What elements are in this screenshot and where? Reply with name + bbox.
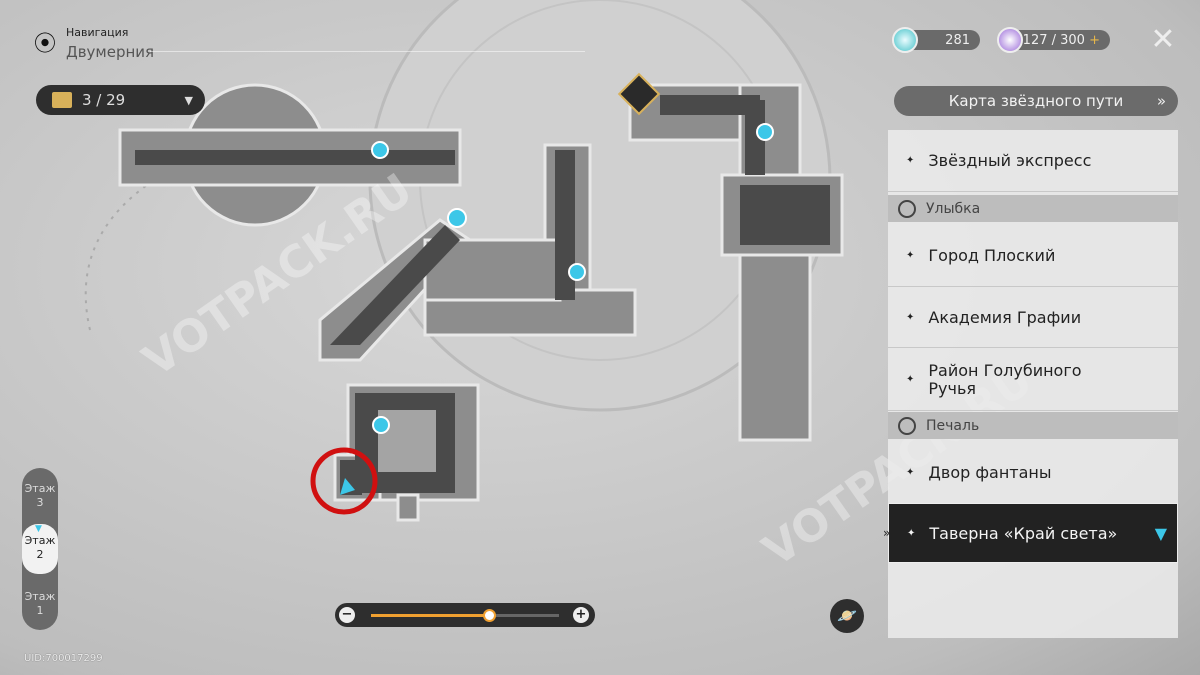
location-item[interactable]: ✦ Район Голубиного Ручья (888, 349, 1178, 411)
zoom-control: − + (335, 603, 595, 627)
location-pin-icon: ⦿ (34, 32, 57, 57)
uid-label: UID:700017299 (24, 653, 103, 664)
location-label: Звёздный экспресс (928, 151, 1092, 170)
location-label: Академия Графии (928, 308, 1082, 327)
zoom-fill (371, 614, 490, 617)
star-icon: ✦ (906, 312, 915, 323)
location-label: Город Плоский (928, 246, 1056, 265)
floor-label: Этаж (24, 590, 56, 603)
location-item[interactable]: ✦ Город Плоский (888, 225, 1178, 287)
star-rail-map-button[interactable]: Карта звёздного пути » (894, 86, 1178, 116)
route-button-label: Карта звёздного пути (948, 92, 1124, 110)
zoom-slider[interactable] (371, 609, 559, 622)
star-icon: ✦ (906, 155, 915, 166)
floor-label: Этаж (24, 534, 56, 547)
highlight-circle (310, 447, 378, 515)
smile-icon (898, 199, 916, 218)
zoom-in-button[interactable]: + (573, 607, 589, 623)
section-label: Печаль (926, 417, 980, 434)
chevron-down-icon: ▼ (184, 93, 193, 107)
zoom-out-button[interactable]: − (339, 607, 355, 623)
location-list: ✦ Звёздный экспресс Улыбка ✦ Город Плоский… (883, 130, 1178, 638)
location-label: Двор фантаны (928, 462, 1052, 482)
shard-value: 281 (945, 32, 970, 48)
planet-icon[interactable]: 🪐 (830, 599, 864, 633)
star-icon: ✦ (906, 373, 915, 385)
location-item-selected[interactable]: » ✦ Таверна «Край света» ▼ (883, 503, 1178, 563)
location-item[interactable]: ✦ Академия Графии (888, 288, 1178, 348)
current-floor-icon: ▼ (35, 524, 42, 534)
floor-number: 3 (36, 496, 44, 509)
zoom-knob[interactable] (483, 609, 497, 622)
current-marker-icon: » (883, 526, 891, 540)
chest-counter-dropdown[interactable]: 3 / 29 ▼ (36, 85, 205, 115)
section-header: Печаль (888, 412, 1178, 439)
player-location-icon: ▼ (1154, 523, 1167, 543)
add-power-icon[interactable]: + (1089, 32, 1100, 48)
power-value: 127 / 300 (1022, 32, 1085, 48)
star-icon: ✦ (906, 466, 915, 478)
chest-count: 3 / 29 (82, 91, 126, 109)
nav-label: Навигация (66, 26, 129, 39)
section-label: Улыбка (926, 200, 981, 217)
chevron-right-icon: » (1156, 92, 1166, 110)
floor-number: 2 (36, 548, 44, 561)
location-label: Таверна «Край света» (929, 523, 1118, 543)
trailblaze-power-counter[interactable]: 127 / 300 + (1010, 30, 1110, 50)
location-item[interactable]: ✦ Звёздный экспресс (888, 130, 1178, 192)
location-label: Район Голубиного Ручья (928, 360, 1082, 398)
star-icon: ✦ (906, 250, 915, 261)
oneiric-shard-icon (892, 27, 918, 53)
trailblaze-power-icon (997, 27, 1023, 53)
location-name: Двумерния (66, 43, 155, 61)
star-icon: ✦ (907, 527, 916, 539)
close-icon[interactable]: ✕ (1150, 22, 1176, 57)
sad-icon (898, 416, 916, 435)
chest-icon (52, 92, 72, 108)
floor-number: 1 (36, 604, 44, 617)
oneiric-shard-counter[interactable]: 281 (905, 30, 980, 50)
section-header: Улыбка (888, 195, 1178, 222)
floor-label: Этаж (24, 482, 56, 495)
divider (150, 51, 585, 52)
location-item[interactable]: ✦ Двор фантаны (888, 442, 1178, 502)
